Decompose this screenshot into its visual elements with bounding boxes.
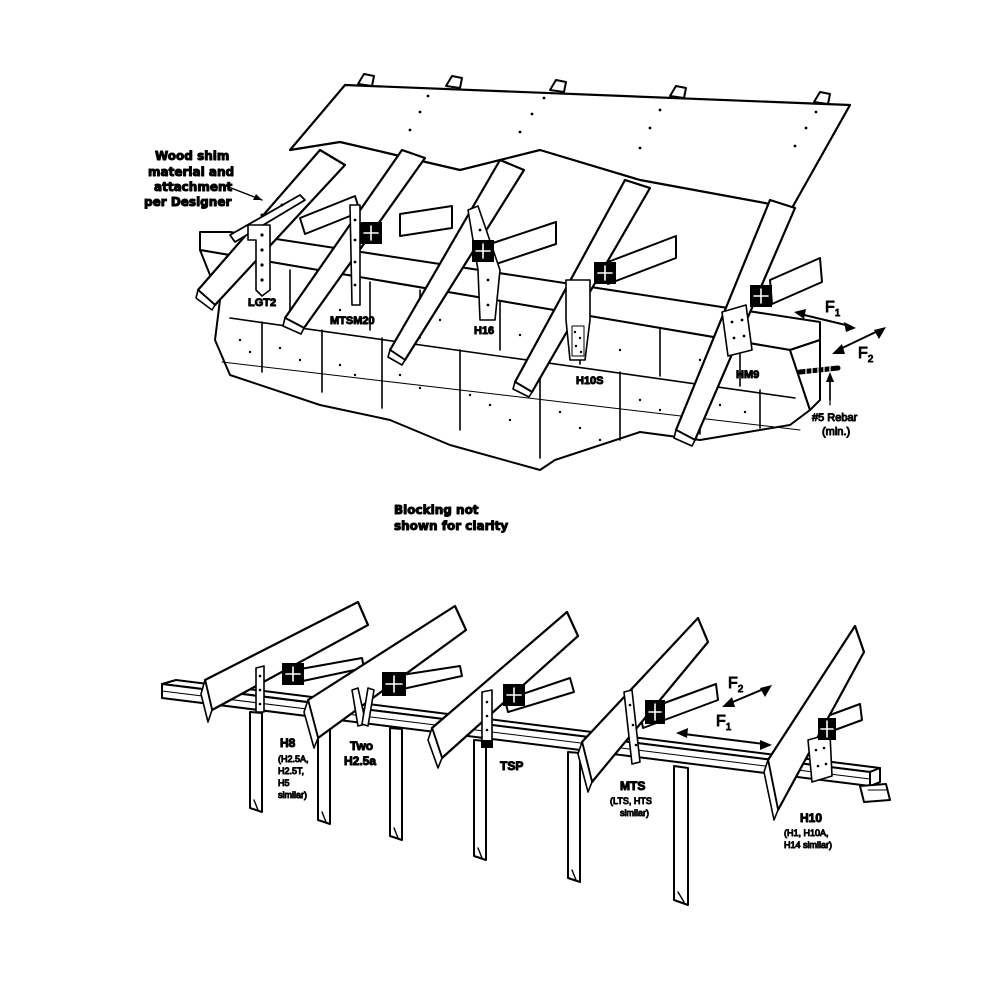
bottom-force-arrows — [676, 685, 772, 750]
top-assembly: Wood shim material and attachment per De… — [144, 73, 886, 471]
shim-note-line-4: per Designer — [144, 195, 231, 209]
top-nail-markers — [360, 222, 772, 307]
top-force1-label: F1 — [825, 299, 841, 319]
mts-note-1: (LTS, HTS — [610, 796, 652, 806]
top-force-arrows — [794, 309, 886, 354]
label-mtsm20: MTSM20 — [330, 315, 375, 327]
middle-note: Blocking not shown for clarity — [394, 503, 509, 534]
mts-connector — [623, 689, 641, 765]
bottom-nail-markers — [282, 663, 836, 740]
label-h2-5a: H2.5a — [344, 754, 376, 768]
rebar-label-line-2: (min.) — [822, 426, 850, 438]
post-1 — [249, 711, 263, 813]
label-hm9: HM9 — [736, 369, 759, 381]
post-3 — [389, 727, 403, 841]
post-4 — [473, 739, 487, 861]
lgt2-connector — [247, 224, 271, 297]
wall-end-face — [789, 339, 821, 411]
blocking-note-line-1: Blocking not — [394, 503, 479, 517]
post-5 — [567, 751, 581, 883]
h10s-connector — [565, 279, 591, 361]
rafter-tops — [357, 73, 831, 105]
two-h2-5a-connector — [351, 687, 375, 727]
label-lgt2: LGT2 — [248, 297, 276, 309]
bottom-connectors — [255, 665, 833, 783]
bottom-force2-label: F2 — [728, 675, 744, 695]
label-h10s: H10S — [576, 375, 604, 387]
h10-note-1: (H1, H10A, — [784, 828, 829, 838]
post-6 — [673, 765, 689, 906]
roof-deck-panel — [288, 83, 852, 210]
label-mts: MTS — [620, 779, 645, 793]
tsp-connector — [481, 689, 493, 748]
h10-note-2: H14 similar) — [784, 840, 832, 850]
roof-deck — [288, 73, 852, 210]
bottom-assembly: H8 (H2.5A, H2.5T, H5 similar) Two H2.5a … — [161, 600, 891, 906]
label-h10: H10 — [800, 811, 822, 825]
h16-connector — [467, 205, 501, 321]
top-connectors — [247, 204, 753, 361]
h8-note-1: (H2.5A, — [278, 754, 309, 764]
shim-note-line-2: material and — [148, 165, 234, 179]
label-two: Two — [350, 739, 373, 753]
shim-note-line-3: attachment — [154, 180, 233, 194]
rebar-label-line-1: #5 Rebar — [812, 412, 858, 424]
top-blocking — [299, 195, 823, 305]
posts — [249, 711, 689, 906]
blocking-note-line-2: shown for clarity — [394, 519, 508, 533]
h8-note-4: similar) — [278, 790, 307, 800]
bottom-force1-label: F1 — [716, 713, 732, 733]
mts-note-2: similar) — [620, 808, 649, 818]
hm9-connector — [721, 304, 753, 357]
h8-connector — [255, 665, 265, 713]
h8-note-3: H5 — [278, 778, 290, 788]
label-tsp: TSP — [500, 759, 523, 773]
shim-note-line-1: Wood shim — [155, 149, 229, 163]
label-h16: H16 — [474, 325, 494, 337]
label-h8: H8 — [280, 736, 296, 750]
top-force2-label: F2 — [858, 345, 874, 365]
h10-connector — [807, 733, 833, 783]
mtsm20-connector — [349, 204, 361, 306]
h8-note-2: H2.5T, — [278, 766, 304, 776]
